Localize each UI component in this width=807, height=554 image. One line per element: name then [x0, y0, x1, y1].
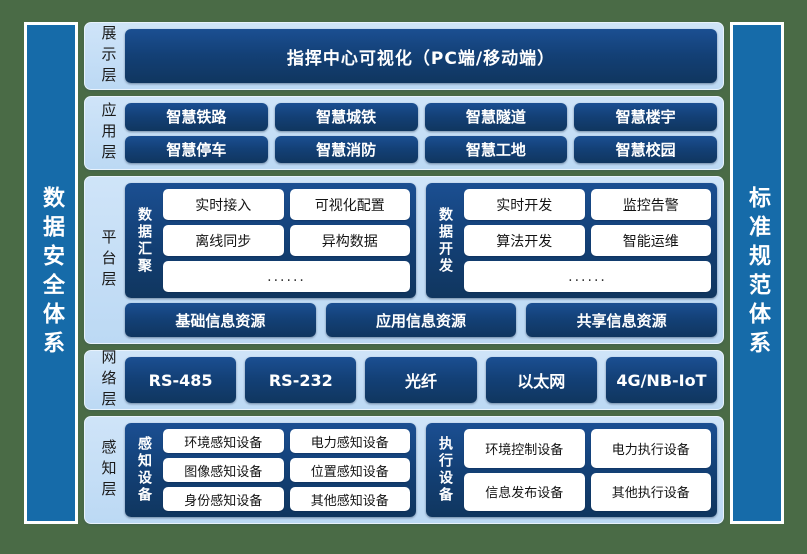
layer-display: 展示层 指挥中心可视化（PC端/移动端） [84, 22, 724, 90]
group-execution-devices-items: 环境控制设备 电力执行设备 信息发布设备 其他执行设备 [464, 429, 711, 511]
group-sensing-devices-title: 感知设备 [131, 429, 157, 511]
layer-application-body: 智慧铁路 智慧城铁 智慧隧道 智慧楼宇 智慧停车 智慧消防 智慧工地 智慧校园 [125, 103, 717, 163]
data-development-row-1: 实时开发 监控告警 [464, 189, 711, 220]
layer-sensing: 感知层 感知设备 环境感知设备 电力感知设备 图像感知设备 [84, 416, 724, 524]
chip-data-development-more[interactable]: ...... [464, 261, 711, 292]
group-data-aggregation: 数据汇聚 实时接入 可视化配置 离线同步 异构数据 ...... [125, 183, 416, 298]
chip-realtime-development[interactable]: 实时开发 [464, 189, 585, 220]
box-smart-tunnel[interactable]: 智慧隧道 [424, 103, 568, 131]
pillar-data-security: 数据安全体系 [24, 22, 78, 524]
chip-image-sensing-device[interactable]: 图像感知设备 [163, 458, 284, 482]
group-data-aggregation-title: 数据汇聚 [131, 189, 157, 292]
network-row: RS-485 RS-232 光纤 以太网 4G/NB-IoT [125, 357, 718, 403]
layer-application-label-text: 应用层 [99, 101, 118, 165]
chip-environment-control-device[interactable]: 环境控制设备 [464, 429, 585, 468]
layer-network-label-text: 网络层 [99, 348, 118, 412]
layer-display-label: 展示层 [91, 25, 125, 88]
chip-monitoring-alarm[interactable]: 监控告警 [590, 189, 711, 220]
group-execution-devices-title-text: 执行设备 [437, 436, 453, 504]
group-data-aggregation-title-text: 数据汇聚 [136, 206, 152, 275]
chip-heterogeneous-data[interactable]: 异构数据 [289, 225, 410, 256]
layer-platform-label: 平台层 [91, 183, 125, 337]
pillar-right-label: 标准规范体系 [745, 186, 770, 360]
group-execution-devices-title: 执行设备 [432, 429, 458, 511]
box-rs485[interactable]: RS-485 [125, 357, 237, 403]
layer-network-body: RS-485 RS-232 光纤 以太网 4G/NB-IoT [125, 357, 718, 403]
box-smart-campus[interactable]: 智慧校园 [574, 135, 717, 163]
box-rs232[interactable]: RS-232 [245, 357, 357, 403]
chip-power-sensing-device[interactable]: 电力感知设备 [289, 429, 410, 453]
box-smart-railway[interactable]: 智慧铁路 [125, 103, 268, 131]
box-basic-information-resource[interactable]: 基础信息资源 [125, 303, 316, 337]
data-aggregation-row-1: 实时接入 可视化配置 [163, 189, 410, 220]
data-development-row-3: ...... [464, 261, 711, 292]
group-sensing-devices-title-text: 感知设备 [136, 436, 152, 504]
layer-display-label-text: 展示层 [99, 24, 118, 88]
pillar-standard-specification: 标准规范体系 [730, 22, 784, 524]
chip-data-aggregation-more[interactable]: ...... [163, 261, 410, 292]
data-aggregation-row-3: ...... [163, 261, 410, 292]
layer-platform-label-text: 平台层 [99, 228, 118, 292]
box-smart-construction-site[interactable]: 智慧工地 [424, 135, 568, 163]
data-development-row-2: 算法开发 智能运维 [464, 225, 711, 256]
box-optical-fiber[interactable]: 光纤 [365, 357, 477, 403]
box-smart-building[interactable]: 智慧楼宇 [574, 103, 717, 131]
box-ethernet[interactable]: 以太网 [485, 357, 597, 403]
sensing-groups: 感知设备 环境感知设备 电力感知设备 图像感知设备 位置感知设备 身份感知设备 [125, 423, 717, 517]
group-data-aggregation-items: 实时接入 可视化配置 离线同步 异构数据 ...... [163, 189, 410, 292]
sensing-devices-row-3: 身份感知设备 其他感知设备 [163, 487, 410, 511]
layer-network-label: 网络层 [91, 349, 125, 412]
data-aggregation-row-2: 离线同步 异构数据 [163, 225, 410, 256]
box-command-center-visualization[interactable]: 指挥中心可视化（PC端/移动端） [125, 29, 717, 83]
sensing-devices-row-2: 图像感知设备 位置感知设备 [163, 458, 410, 482]
pillar-left-label: 数据安全体系 [39, 186, 64, 360]
layer-network: 网络层 RS-485 RS-232 光纤 以太网 4G/NB-IoT [84, 349, 724, 412]
chip-environment-sensing-device[interactable]: 环境感知设备 [163, 429, 284, 453]
box-shared-information-resource[interactable]: 共享信息资源 [526, 303, 718, 337]
sensing-devices-row-1: 环境感知设备 电力感知设备 [163, 429, 410, 453]
execution-devices-row-2: 信息发布设备 其他执行设备 [464, 472, 711, 511]
group-execution-devices: 执行设备 环境控制设备 电力执行设备 信息发布设备 其他执行设备 [426, 423, 717, 517]
chip-algorithm-development[interactable]: 算法开发 [464, 225, 585, 256]
layer-platform: 平台层 数据汇聚 实时接入 可视化配置 离线同步 [84, 176, 724, 344]
execution-devices-row-1: 环境控制设备 电力执行设备 [464, 429, 711, 468]
layer-application-label: 应用层 [91, 101, 125, 165]
group-data-development-title: 数据开发 [432, 189, 458, 292]
box-4g-nbiot[interactable]: 4G/NB-IoT [605, 357, 718, 403]
group-data-development-items: 实时开发 监控告警 算法开发 智能运维 ...... [464, 189, 711, 292]
chip-realtime-access[interactable]: 实时接入 [163, 189, 284, 220]
chip-other-execution-device[interactable]: 其他执行设备 [590, 472, 711, 511]
chip-location-sensing-device[interactable]: 位置感知设备 [289, 458, 410, 482]
application-row-2: 智慧停车 智慧消防 智慧工地 智慧校园 [125, 135, 717, 163]
chip-offline-sync[interactable]: 离线同步 [163, 225, 284, 256]
chip-visual-configuration[interactable]: 可视化配置 [289, 189, 410, 220]
layer-display-body: 指挥中心可视化（PC端/移动端） [125, 29, 717, 83]
box-smart-parking[interactable]: 智慧停车 [125, 135, 268, 163]
group-data-development: 数据开发 实时开发 监控告警 算法开发 智能运维 ...... [426, 183, 717, 298]
box-smart-urban-rail[interactable]: 智慧城铁 [274, 103, 418, 131]
box-smart-firefighting[interactable]: 智慧消防 [274, 135, 418, 163]
chip-other-sensing-device[interactable]: 其他感知设备 [289, 487, 410, 511]
chip-identity-sensing-device[interactable]: 身份感知设备 [163, 487, 284, 511]
layer-sensing-label-text: 感知层 [99, 438, 118, 502]
platform-resources: 基础信息资源 应用信息资源 共享信息资源 [125, 303, 718, 337]
application-row-1: 智慧铁路 智慧城铁 智慧隧道 智慧楼宇 [125, 103, 717, 131]
chip-information-release-device[interactable]: 信息发布设备 [464, 472, 585, 511]
chip-intelligent-ops[interactable]: 智能运维 [590, 225, 711, 256]
group-sensing-devices: 感知设备 环境感知设备 电力感知设备 图像感知设备 位置感知设备 身份感知设备 [125, 423, 416, 517]
group-sensing-devices-items: 环境感知设备 电力感知设备 图像感知设备 位置感知设备 身份感知设备 其他感知设… [163, 429, 410, 511]
layer-platform-body: 数据汇聚 实时接入 可视化配置 离线同步 异构数据 ...... [125, 183, 718, 337]
group-data-development-title-text: 数据开发 [437, 206, 453, 275]
layer-application: 应用层 智慧铁路 智慧城铁 智慧隧道 智慧楼宇 智慧停车 智慧消防 智慧工地 智… [84, 96, 724, 170]
platform-groups: 数据汇聚 实时接入 可视化配置 离线同步 异构数据 ...... [125, 183, 717, 298]
chip-power-execution-device[interactable]: 电力执行设备 [590, 429, 711, 468]
layer-sensing-label: 感知层 [91, 423, 125, 517]
layer-sensing-body: 感知设备 环境感知设备 电力感知设备 图像感知设备 位置感知设备 身份感知设备 [125, 423, 717, 517]
box-application-information-resource[interactable]: 应用信息资源 [325, 303, 517, 337]
